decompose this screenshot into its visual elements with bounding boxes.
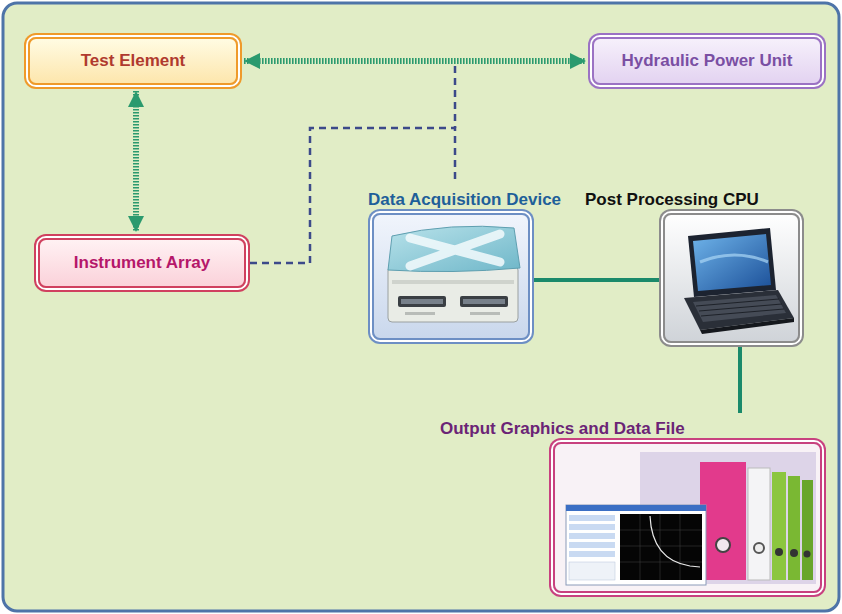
box-heading: Post Processing CPU xyxy=(585,189,805,211)
box-heading: Data Acquisition Device xyxy=(368,189,578,211)
box-fill xyxy=(553,442,822,593)
computer-box: Post Processing CPU xyxy=(585,184,805,343)
daq-device-illustration xyxy=(388,226,520,322)
data-cable xyxy=(534,278,659,282)
panel-frame xyxy=(3,3,839,611)
component-box: Test Element xyxy=(28,37,238,85)
box-label: Hydraulic Power Unit xyxy=(622,50,793,72)
box-fill xyxy=(663,213,800,343)
signal-wire xyxy=(454,66,457,128)
box-heading: Output Graphics and Data File xyxy=(440,418,824,440)
picture-frame xyxy=(553,442,822,593)
box-label: Instrument Array xyxy=(74,252,210,274)
screenshot-illustration xyxy=(566,505,706,585)
data-cable xyxy=(738,347,742,413)
box-fill xyxy=(372,213,530,340)
component-box: Hydraulic Power Unit xyxy=(592,37,822,85)
box-label: Test Element xyxy=(81,50,186,72)
hydraulic-link xyxy=(244,58,586,64)
output-box: Output Graphics and Data File xyxy=(440,413,824,593)
picture-frame xyxy=(663,213,800,343)
device-box: Data Acquisition Device xyxy=(368,184,578,340)
component-box: Instrument Array xyxy=(38,238,246,288)
laptop-illustration xyxy=(684,228,794,334)
hydraulic-link xyxy=(133,91,139,232)
picture-frame xyxy=(372,213,530,340)
